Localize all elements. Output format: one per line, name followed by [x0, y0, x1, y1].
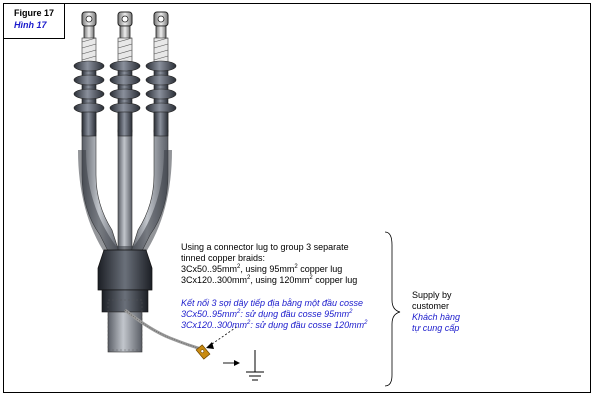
instr-en-line1: Using a connector lug to group 3 separat… — [181, 242, 349, 252]
insulator-3 — [145, 11, 177, 137]
instr-en-line3: 3Cx50..95mm2, using 95mm2 copper lug — [181, 264, 343, 274]
instr-en-line2: tinned copper braids: — [181, 253, 266, 263]
copper-lug — [195, 344, 211, 360]
insulator-1 — [73, 11, 105, 137]
instructions-vi: Kết nối 3 sợi dây tiếp địa bằng một đầu … — [181, 298, 368, 331]
supply-en-2: customer — [412, 301, 450, 311]
supply-en-1: Supply by — [412, 290, 452, 300]
bracket — [384, 231, 401, 387]
breakout-boot — [97, 249, 153, 291]
instr-vi-line1: Kết nối 3 sợi dây tiếp địa bằng một đầu … — [181, 298, 364, 308]
instr-vi-line2: 3Cx50..95mm2: sử dụng đầu cosse 95mm2 — [181, 309, 353, 319]
diagram-frame — [3, 3, 591, 393]
phase-center — [117, 129, 133, 256]
insulator-2 — [109, 11, 141, 137]
insulator-stack — [73, 11, 177, 137]
instructions-en: Using a connector lug to group 3 separat… — [181, 242, 357, 286]
supply-note: Supply by customer Khách hàng tự cung cấ… — [412, 290, 460, 334]
supply-vi-1: Khách hàng — [412, 312, 461, 322]
figure-label-box: Figure 17 Hình 17 — [3, 3, 65, 39]
earth-ground-icon — [246, 350, 264, 381]
instr-vi-line3: 3Cx120..300mm2: sử dụng đầu cosse 120mm2 — [181, 320, 368, 330]
figure-label-en: Figure 17 — [14, 8, 55, 18]
instr-en-line4: 3Cx120..300mm2, using 120mm2 copper lug — [181, 275, 358, 285]
figure-label-vi: Hình 17 — [14, 20, 47, 30]
supply-vi-2: tự cung cấp — [412, 323, 460, 333]
